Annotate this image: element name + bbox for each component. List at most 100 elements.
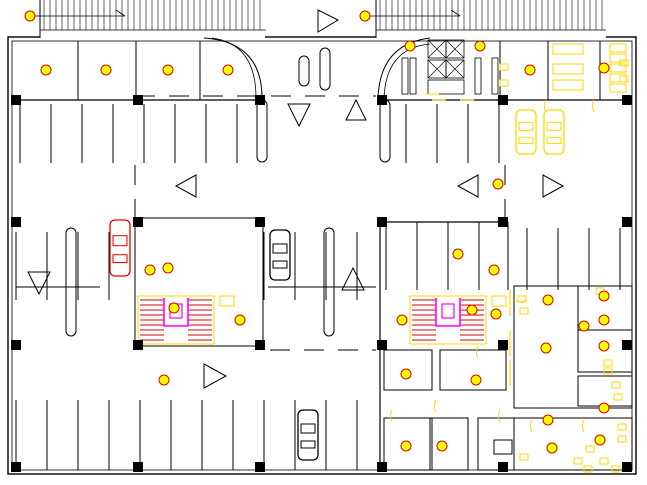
duct bbox=[401, 57, 409, 95]
door-swing bbox=[591, 99, 595, 113]
ceiling-light bbox=[488, 264, 500, 276]
ceiling-light bbox=[470, 374, 482, 386]
furniture-item bbox=[619, 75, 629, 83]
furniture-item bbox=[611, 465, 621, 473]
structural-column bbox=[133, 340, 143, 350]
ceiling-light bbox=[162, 64, 174, 76]
structural-column bbox=[133, 217, 143, 227]
ceiling-light bbox=[24, 10, 36, 22]
structural-column bbox=[377, 217, 387, 227]
ramp-curve-inner bbox=[383, 43, 431, 99]
structural-column bbox=[11, 217, 21, 227]
ramps-layer bbox=[30, 0, 606, 99]
toilet-fixture bbox=[609, 63, 627, 73]
ceiling-light bbox=[466, 304, 478, 316]
toilet-fixture bbox=[609, 43, 627, 53]
structural-column bbox=[377, 340, 387, 350]
ramp-island bbox=[256, 99, 268, 163]
service-room bbox=[383, 417, 433, 471]
door-swing bbox=[543, 99, 547, 113]
stair-cores-layer bbox=[137, 295, 507, 345]
structural-column bbox=[622, 340, 632, 350]
ceiling-light bbox=[542, 414, 554, 426]
sanitary-fixture bbox=[552, 79, 584, 91]
furniture-item bbox=[603, 359, 613, 367]
furniture-item bbox=[499, 79, 509, 87]
arrow-up bbox=[345, 98, 367, 121]
car-red-rear-window bbox=[112, 254, 128, 264]
door-swing bbox=[475, 345, 479, 359]
shaft-cross bbox=[445, 39, 465, 59]
car-yellow-windshield bbox=[546, 121, 562, 131]
ceiling-light bbox=[490, 308, 502, 320]
car-yellow-windshield bbox=[518, 121, 534, 131]
arrow-up bbox=[341, 266, 365, 291]
ceiling-light bbox=[578, 320, 590, 332]
car-black-windshield bbox=[300, 423, 316, 434]
ceiling-light bbox=[144, 264, 156, 276]
structural-column bbox=[377, 95, 387, 105]
office-area bbox=[513, 285, 633, 409]
door-swing bbox=[529, 419, 533, 433]
service-room bbox=[383, 349, 433, 391]
door-swing bbox=[581, 419, 585, 433]
ceiling-light bbox=[400, 368, 412, 380]
ramp-island bbox=[65, 227, 77, 337]
structural-column bbox=[255, 462, 265, 472]
ceiling-light bbox=[546, 442, 558, 454]
structural-column bbox=[498, 462, 508, 472]
door-swing bbox=[497, 409, 501, 423]
arrow-right bbox=[317, 9, 340, 33]
office-room bbox=[577, 329, 633, 373]
structural-column bbox=[498, 95, 508, 105]
furniture-item bbox=[519, 307, 529, 315]
ceiling-light bbox=[158, 374, 170, 386]
walls-layer bbox=[7, 0, 637, 475]
arrow-down bbox=[27, 271, 51, 296]
structural-column bbox=[11, 462, 21, 472]
arrow-right bbox=[542, 174, 565, 198]
ceiling-light bbox=[396, 314, 408, 326]
ramp-curve-outer bbox=[377, 37, 431, 99]
sanitary-fixture bbox=[552, 43, 584, 55]
structural-column bbox=[11, 95, 21, 105]
shaft-cross bbox=[445, 59, 465, 79]
furniture-item bbox=[499, 63, 509, 71]
ceiling-light bbox=[492, 178, 504, 190]
structural-column bbox=[498, 340, 508, 350]
structural-column bbox=[622, 462, 632, 472]
meeting-room bbox=[513, 417, 633, 471]
shaft-cross bbox=[427, 39, 447, 59]
columns-layer bbox=[11, 95, 632, 472]
ceiling-light bbox=[222, 64, 234, 76]
ceiling-light bbox=[100, 64, 112, 76]
structural-column bbox=[133, 462, 143, 472]
ramp-island bbox=[379, 99, 391, 163]
arrow-down bbox=[287, 103, 311, 128]
car-yellow-rear-window bbox=[546, 136, 562, 144]
entrance-opening-right bbox=[376, 0, 606, 38]
car-black-rear-window bbox=[300, 440, 316, 449]
outer-wall-inner bbox=[11, 40, 633, 471]
furniture-item bbox=[603, 367, 613, 375]
cars-layer bbox=[109, 109, 565, 461]
furniture-item bbox=[583, 465, 593, 473]
stair-fixture bbox=[219, 295, 235, 307]
structural-column bbox=[255, 217, 265, 227]
ceiling-light bbox=[598, 62, 610, 74]
leader-tick bbox=[115, 9, 126, 17]
structural-column bbox=[622, 95, 632, 105]
structural-column bbox=[255, 340, 265, 350]
structural-column bbox=[498, 217, 508, 227]
arrow-left bbox=[456, 174, 479, 198]
office-room bbox=[577, 375, 633, 407]
lift-car bbox=[441, 303, 455, 319]
ceiling-light bbox=[594, 434, 606, 446]
structural-column bbox=[255, 95, 265, 105]
arrow-left bbox=[174, 174, 197, 198]
door-swing bbox=[513, 299, 527, 303]
ramp-island bbox=[319, 47, 331, 91]
ceiling-light bbox=[598, 340, 610, 352]
furniture-item bbox=[573, 457, 583, 465]
